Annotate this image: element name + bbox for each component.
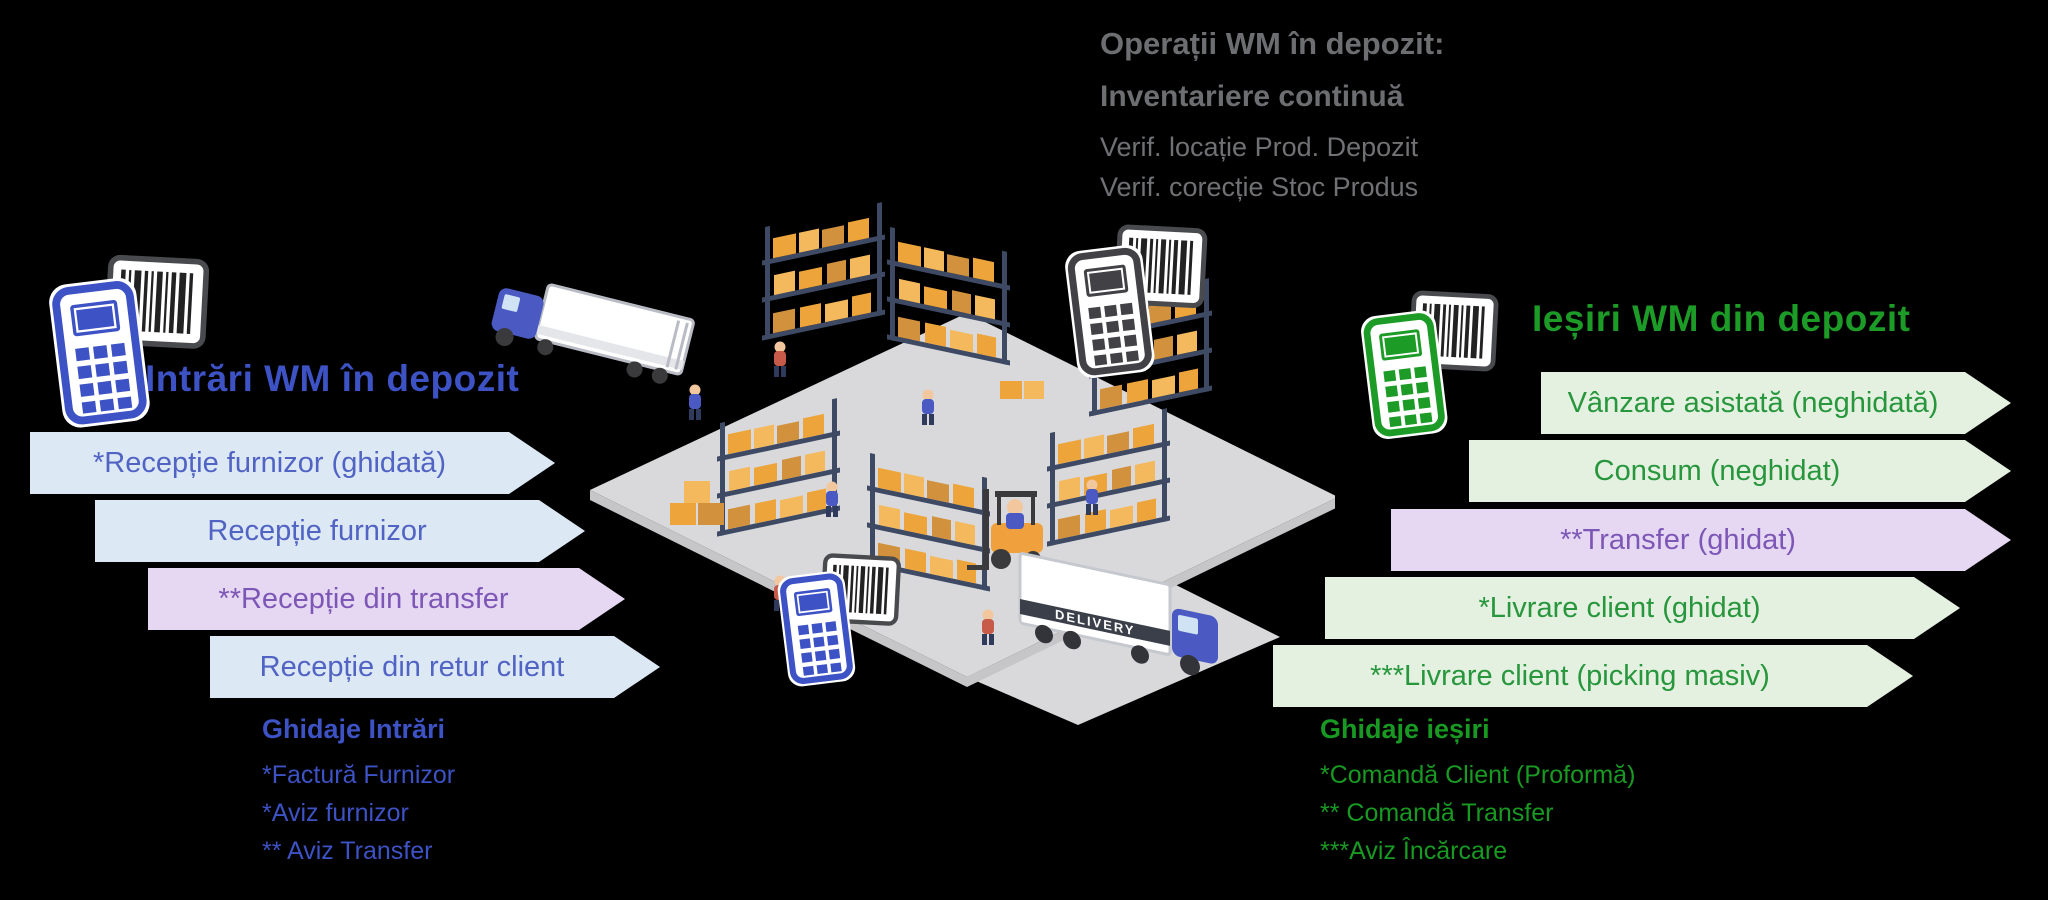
inbound-arrow-4: Recepție din retur client xyxy=(210,636,660,698)
handheld-terminal-icon xyxy=(1065,245,1155,378)
outbound-arrow-3: **Transfer (ghidat) xyxy=(1391,509,2011,571)
outbound-legend: Ghidaje ieșiri *Comandă Client (Proformă… xyxy=(1320,714,1635,875)
handheld-terminal-icon xyxy=(777,571,856,687)
outbound-heading: Ieșiri WM din depozit xyxy=(1532,298,1911,339)
container-truck xyxy=(491,283,695,384)
barcode-scanner-dark-icon xyxy=(1062,222,1212,382)
note-line-2: Inventariere continuă xyxy=(1100,80,1404,113)
outbound-arrow-4: *Livrare client (ghidat) xyxy=(1325,577,1960,639)
legend-item: *Factură Furnizor xyxy=(262,761,456,789)
handheld-terminal-icon xyxy=(49,277,150,428)
legend-item: ** Aviz Transfer xyxy=(262,837,433,865)
outbound-legend-title: Ghidaje ieșiri xyxy=(1320,714,1490,744)
handheld-terminal-icon xyxy=(1361,310,1448,439)
legend-item: ** Comandă Transfer xyxy=(1320,799,1554,827)
barcode-scanner-blue-icon xyxy=(35,252,225,432)
warehouse-operations-note: Operații WM în depozit: Inventariere con… xyxy=(1100,24,1444,204)
legend-item: *Comandă Client (Proformă) xyxy=(1320,761,1636,789)
inbound-legend-title: Ghidaje Intrări xyxy=(262,714,446,744)
note-title: Operații WM în depozit: xyxy=(1100,26,1445,61)
inbound-arrow-1: *Recepție furnizor (ghidată) xyxy=(30,432,555,494)
inbound-legend: Ghidaje Intrări *Factură Furnizor *Aviz … xyxy=(262,714,455,875)
legend-item: ***Aviz Încărcare xyxy=(1320,837,1508,865)
barcode-scanner-blue-icon xyxy=(775,548,905,693)
outbound-arrow-2: Consum (neghidat) xyxy=(1469,440,2011,502)
barcode-scanner-green-icon xyxy=(1358,288,1503,443)
inbound-arrow-3: **Recepție din transfer xyxy=(148,568,625,630)
outbound-arrow-1: Vânzare asistată (neghidată) xyxy=(1541,372,2011,434)
inbound-arrow-2: Recepție furnizor xyxy=(95,500,585,562)
outbound-arrow-5: ***Livrare client (picking masiv) xyxy=(1273,645,1913,707)
box-stacks xyxy=(670,381,1044,525)
note-line-3: Verif. locație Prod. Depozit xyxy=(1100,132,1419,162)
delivery-truck: DELIVERY xyxy=(1018,552,1218,676)
forklift xyxy=(967,489,1043,570)
legend-item: *Aviz furnizor xyxy=(262,799,409,827)
inbound-heading: Intrări WM în depozit xyxy=(145,358,520,399)
note-line-4: Verif. corecție Stoc Produs xyxy=(1100,172,1419,202)
